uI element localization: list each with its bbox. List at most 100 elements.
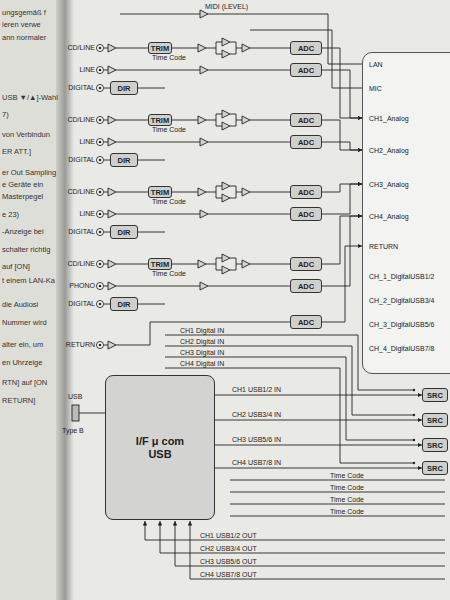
node-text: DIR <box>118 228 131 237</box>
signal-label: LINE <box>79 137 95 146</box>
signal-connector <box>322 246 362 322</box>
signal-wire <box>120 14 362 88</box>
signal-label: CD/LINE <box>67 115 95 124</box>
dir-box: DIR <box>110 225 138 239</box>
jack-symbol <box>97 342 104 349</box>
page-text-fragment: -Anzeige bei <box>2 227 44 236</box>
node-text: ADC <box>298 282 314 291</box>
signal-connector <box>322 142 362 150</box>
signal-label: Time Code <box>152 125 186 134</box>
node-text: TRIM <box>151 44 169 53</box>
signal-connector <box>322 184 362 192</box>
signal-label: CH4 Digital IN <box>180 359 224 368</box>
signal-connector <box>322 48 362 118</box>
signal-label: DIGITAL <box>68 227 95 236</box>
src-box: SRC <box>422 413 448 427</box>
signal-label: CH3 USB5/6 IN <box>232 435 281 444</box>
signal-connector <box>215 445 422 446</box>
signal-label: RETURN <box>66 340 95 349</box>
usb-connector <box>72 405 79 421</box>
adc-box: ADC <box>290 185 322 199</box>
page-text-fragment: ann normaler <box>2 33 46 42</box>
trim-box: TRIM <box>148 186 172 198</box>
node-text: ADC <box>298 44 314 53</box>
src-box: SRC <box>422 388 448 402</box>
node-text: DIR <box>118 300 131 309</box>
switch-contact <box>413 389 415 464</box>
page-text-fragment: ungsgemäß f <box>2 8 46 17</box>
signal-label: CD/LINE <box>67 259 95 268</box>
signal-connector <box>322 216 362 264</box>
page-text-fragment: 7) <box>2 110 9 119</box>
signal-connector <box>215 420 422 421</box>
node-text: CH_3_DigitalUSB5/6 <box>369 320 434 329</box>
signal-label: Time Code <box>330 471 364 480</box>
trim-box: TRIM <box>148 258 172 270</box>
page-text-fragment: von Verbindun <box>2 130 50 139</box>
node-text: ADC <box>298 138 314 147</box>
time-code-wire <box>230 480 445 516</box>
node-text: CH2_Analog <box>369 146 409 155</box>
signal-label: DIGITAL <box>68 155 95 164</box>
amplifier-symbol <box>108 10 208 349</box>
node-text: ADC <box>298 318 314 327</box>
trim-box: TRIM <box>148 114 172 126</box>
node-text: SRC <box>427 391 443 400</box>
signal-label: LINE <box>79 65 95 74</box>
usb-wire <box>79 413 105 414</box>
adc-box: ADC <box>290 113 322 127</box>
page-text-fragment: e Geräte ein <box>2 180 43 189</box>
signal-label: CH3 Digital IN <box>180 348 224 357</box>
signal-label: Type B <box>62 426 84 435</box>
signal-connector <box>322 120 362 150</box>
usb-out-wire <box>160 521 445 553</box>
node-text: MIC <box>369 84 382 93</box>
signal-label: CH2 Digital IN <box>180 337 224 346</box>
signal-label: CD/LINE <box>67 187 95 196</box>
page-text-fragment: Masterpegel <box>2 192 43 201</box>
page-text-fragment: RETURN] <box>2 396 35 405</box>
signal-connector <box>215 468 422 469</box>
signal-label: DIGITAL <box>68 83 95 92</box>
node-text: CH_2_DigitalUSB3/4 <box>369 296 434 305</box>
signal-label: Time Code <box>330 483 364 492</box>
node-text: TRIM <box>151 188 169 197</box>
adc-box: ADC <box>290 41 322 55</box>
signal-label: CD/LINE <box>67 43 95 52</box>
signal-connector <box>322 216 362 286</box>
src-box: SRC <box>422 438 448 452</box>
node-text: ADC <box>298 116 314 125</box>
node-text: TRIM <box>151 260 169 269</box>
trim-box: TRIM <box>148 42 172 54</box>
page-text-fragment: USB ▼/▲]-Wahl <box>2 93 58 102</box>
dir-box: DIR <box>110 81 138 95</box>
node-text: CH1_Analog <box>369 114 409 123</box>
node-text: TRIM <box>151 116 169 125</box>
src-box: SRC <box>422 461 448 475</box>
node-text: DIR <box>118 84 131 93</box>
node-text: ADC <box>298 188 314 197</box>
node-text: CH_4_DigitalUSB7/8 <box>369 344 434 353</box>
node-text: RETURN <box>369 242 398 251</box>
signal-label: CH2 USB3/4 IN <box>232 410 281 419</box>
page-text-fragment: alter ein, um <box>2 340 43 349</box>
dir-box: DIR <box>110 297 138 311</box>
left-page <box>0 0 60 600</box>
adc-box: ADC <box>290 279 322 293</box>
node-text: SRC <box>427 416 443 425</box>
usb-out-wire <box>190 521 445 579</box>
dir-box: DIR <box>110 153 138 167</box>
node-text: I/F μ com USB <box>128 435 192 461</box>
node-text: CH3_Analog <box>369 180 409 189</box>
node-text: CH_1_DigitalUSB1/2 <box>369 272 434 281</box>
node-text: CH4_Analog <box>369 212 409 221</box>
jack-pin <box>99 344 102 347</box>
signal-label: CH1 USB1/2 OUT <box>200 531 257 540</box>
adc-box: ADC <box>290 135 322 149</box>
signal-label: CH1 Digital IN <box>180 326 224 335</box>
signal-label: CH2 USB3/4 OUT <box>200 544 257 553</box>
return-wire <box>104 322 290 345</box>
page-text-fragment: auf [ON] <box>2 262 30 271</box>
signal-connector <box>215 395 422 396</box>
